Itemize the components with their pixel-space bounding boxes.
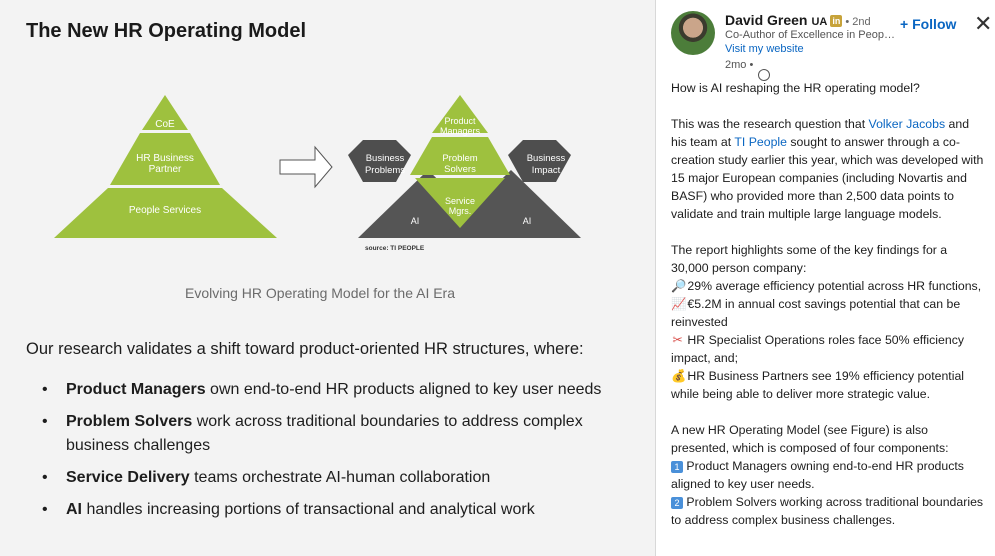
connection-degree: • 2nd	[845, 16, 871, 28]
hex-label-problems: Business Problems	[364, 153, 406, 176]
intro-paragraph: Our research validates a shift toward pr…	[26, 340, 584, 358]
pyramid-label-people-services: People Services	[129, 205, 201, 216]
list-item: • Service Delivery teams orchestrate AI-h…	[40, 466, 610, 490]
hex-business-problems	[348, 140, 411, 182]
model-service-mgrs	[415, 178, 505, 228]
pyramid-label-hrbp-wrap: HR Business Partner	[136, 153, 194, 175]
money-bag-icon: 💰	[671, 369, 687, 383]
author-name[interactable]: David Green	[725, 12, 808, 28]
post-body: How is AI reshaping the HR operating mod…	[671, 79, 987, 529]
author-headline: Co-Author of Excellence in People...	[725, 29, 895, 41]
finding-text: €5.2M in annual cost savings potential t…	[671, 297, 961, 329]
bullet-icon: •	[42, 469, 48, 486]
bullet-icon: •	[42, 381, 48, 398]
mention-volker-jacobs[interactable]: Volker Jacobs	[868, 117, 946, 131]
transition-arrow-icon	[279, 145, 333, 189]
model-label-solvers-wrap: Problem Solvers	[442, 153, 478, 175]
new-hr-operating-model: Product Managers Problem Solvers Service…	[348, 95, 581, 252]
pyramid-tier-people-services	[54, 188, 277, 238]
ai-label-left: AI	[411, 216, 420, 226]
hex-business-impact	[508, 140, 571, 182]
component-text: Product Managers owning end-to-end HR pr…	[671, 459, 964, 491]
bullet-text: handles increasing portions of transacti…	[82, 501, 535, 518]
p1-text-a: This was the research question that	[671, 117, 869, 131]
hex-label-impact: Business Impact	[526, 153, 566, 176]
model-label-solvers: Problem Solvers	[442, 153, 478, 175]
bullet-bold: Service Delivery	[66, 469, 190, 486]
bullet-bold: Problem Solvers	[66, 413, 193, 430]
finding-text: HR Specialist Operations roles face 50% …	[671, 333, 965, 365]
avatar[interactable]	[671, 11, 715, 55]
pyramid-label-coe: CoE	[155, 119, 175, 130]
finding-item: 📈 €5.2M in annual cost savings potential…	[671, 295, 987, 331]
finding-text: HR Business Partners see 19% efficiency …	[671, 369, 965, 401]
model-problem-solvers	[410, 137, 510, 175]
post-paragraph-1: This was the research question that Volk…	[671, 115, 987, 223]
list-item: • AI handles increasing portions of trans…	[40, 498, 610, 522]
post-paragraph-2: The report highlights some of the key fi…	[671, 243, 948, 275]
model-label-service-wrap: Service Mgrs.	[444, 196, 475, 216]
pyramid-label-hrbp: HR Business Partner	[136, 153, 194, 175]
figure-caption: Evolving HR Operating Model for the AI E…	[184, 285, 456, 301]
figure-source: source: TI PEOPLE	[365, 245, 425, 252]
panel-divider	[655, 0, 656, 556]
p1-text-b: and his team at	[671, 117, 970, 149]
chart-up-icon: 📈	[671, 297, 687, 311]
list-item: • Problem Solvers work across traditional…	[40, 410, 610, 458]
bullet-icon: •	[42, 413, 48, 430]
number-two-icon: 2	[671, 497, 683, 509]
component-text: Problem Solvers working across tradition…	[671, 495, 984, 527]
post-paragraph-3: A new HR Operating Model (see Figure) is…	[671, 423, 949, 455]
website-link[interactable]: Visit my website	[725, 43, 804, 55]
post-time-text: 2mo •	[725, 59, 754, 71]
number-one-icon: 1	[671, 461, 683, 473]
ai-label-right: AI	[523, 216, 532, 226]
post-time: 2mo • globe	[725, 59, 771, 81]
scissors-icon: ✂	[672, 333, 683, 347]
bullet-text: teams orchestrate AI-human collaboration	[189, 469, 491, 486]
component-item: 2 Problem Solvers working across traditi…	[671, 493, 987, 529]
finding-item: 🔎 29% average efficiency potential acros…	[671, 277, 987, 295]
model-label-service: Service Mgrs.	[444, 196, 475, 216]
model-product-managers	[432, 95, 488, 133]
bullet-bold: AI	[66, 501, 82, 518]
flag-badge: UA	[811, 16, 828, 28]
component-item: 1 Product Managers owning end-to-end HR …	[671, 457, 987, 493]
bullet-list: • Product Managers own end-to-end HR prod…	[40, 378, 610, 530]
bullet-text: work across traditional boundaries to ad…	[66, 413, 583, 454]
list-item: • Product Managers own end-to-end HR prod…	[40, 378, 610, 402]
mention-ti-people[interactable]: TI People	[734, 135, 787, 149]
globe-icon: globe	[758, 69, 771, 81]
p1-text-c: sought to answer through a co-creation s…	[671, 135, 984, 221]
ai-triangle-right	[441, 170, 581, 238]
hex-label-impact-wrap: Business Impact	[526, 153, 566, 176]
pyramid-tier-coe	[142, 95, 188, 130]
finding-item: ✂ HR Specialist Operations roles face 50…	[671, 331, 987, 367]
finding-text: 29% average efficiency potential across …	[687, 279, 982, 293]
model-label-product-wrap: Product Managers	[439, 116, 481, 136]
bullet-bold: Product Managers	[66, 381, 206, 398]
hex-label-problems-wrap: Business Problems	[364, 153, 406, 176]
article-panel: The New HR Operating Model CoE HR Busine…	[0, 0, 655, 556]
close-icon[interactable]: ✕	[974, 11, 993, 36]
magnifier-icon: 🔎	[671, 279, 687, 293]
traditional-hr-pyramid: CoE HR Business Partner People Services	[54, 95, 277, 238]
follow-button[interactable]: + Follow	[900, 16, 957, 32]
model-label-product: Product Managers	[439, 116, 481, 136]
bullet-icon: •	[42, 501, 48, 518]
hr-model-figure: CoE HR Business Partner People Services …	[54, 95, 581, 252]
linkedin-badge-icon: in	[830, 15, 843, 27]
post-question: How is AI reshaping the HR operating mod…	[671, 81, 920, 95]
pyramid-tier-hrbp	[110, 133, 220, 185]
bullet-text: own end-to-end HR products aligned to ke…	[205, 381, 602, 398]
article-title: The New HR Operating Model	[26, 20, 307, 42]
finding-item: 💰 HR Business Partners see 19% efficienc…	[671, 367, 987, 403]
